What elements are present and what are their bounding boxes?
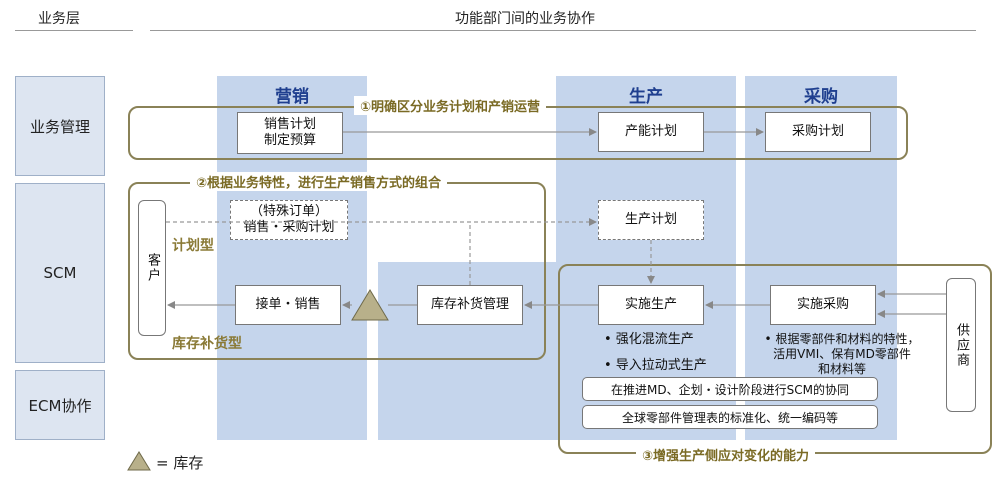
group-1-label: ①明确区分业务计划和产销运营: [354, 96, 547, 115]
legend-text: = 库存: [156, 454, 204, 472]
group-3-label: ③增强生产侧应对变化的能力: [636, 445, 816, 464]
customer-box: 客户: [138, 200, 166, 336]
inventory-triangle-icon: [351, 289, 389, 321]
plan-type-label: 计划型: [172, 238, 214, 254]
row-label-ecm: ECM协作: [15, 370, 105, 440]
parts-standardization-pill: 全球零部件管理表的标准化、统一编码等: [582, 405, 878, 429]
legend-triangle-icon: [127, 451, 151, 471]
production-bullet-mixed: • 强化混流生产: [604, 332, 694, 347]
execute-purchase-box: 实施采购: [770, 285, 876, 325]
inventory-mgmt-box: 库存补货管理: [417, 285, 523, 325]
capacity-plan-box: 产能计划: [598, 112, 704, 152]
execute-production-box: 实施生产: [598, 285, 704, 325]
sales-plan-box: 销售计划 制定预算: [237, 112, 343, 154]
production-plan-box: 生产计划: [598, 200, 704, 240]
column-head-marketing: 营销: [275, 87, 309, 107]
row-label-scm: SCM: [15, 183, 105, 363]
collab-header: 功能部门间的业务协作: [455, 11, 595, 27]
md-cooperation-pill: 在推进MD、企划・设计阶段进行SCM的协同: [582, 377, 878, 401]
column-head-purchasing: 采购: [804, 87, 838, 107]
purchase-plan-box: 采购计划: [765, 112, 871, 152]
special-order-plan-box: （特殊订单） 销售・采购计划: [230, 200, 348, 240]
header-rule-left: [15, 30, 133, 31]
column-head-production: 生产: [629, 87, 663, 107]
row-label-business: 业务管理: [15, 76, 105, 176]
group-2-label: ②根据业务特性，进行生产销售方式的组合: [190, 172, 448, 191]
production-bullet-pull: • 导入拉动式生产: [604, 358, 707, 373]
supplier-box: 供应商: [946, 278, 976, 412]
purchase-note: • 根据零部件和材料的特性， 活用VMI、保有MD零部件 和材料等: [764, 332, 920, 376]
order-sales-box: 接单・销售: [235, 285, 341, 325]
header-rule-right: [150, 30, 976, 31]
inventory-type-label: 库存补货型: [172, 336, 242, 352]
layer-header: 业务层: [38, 11, 80, 27]
